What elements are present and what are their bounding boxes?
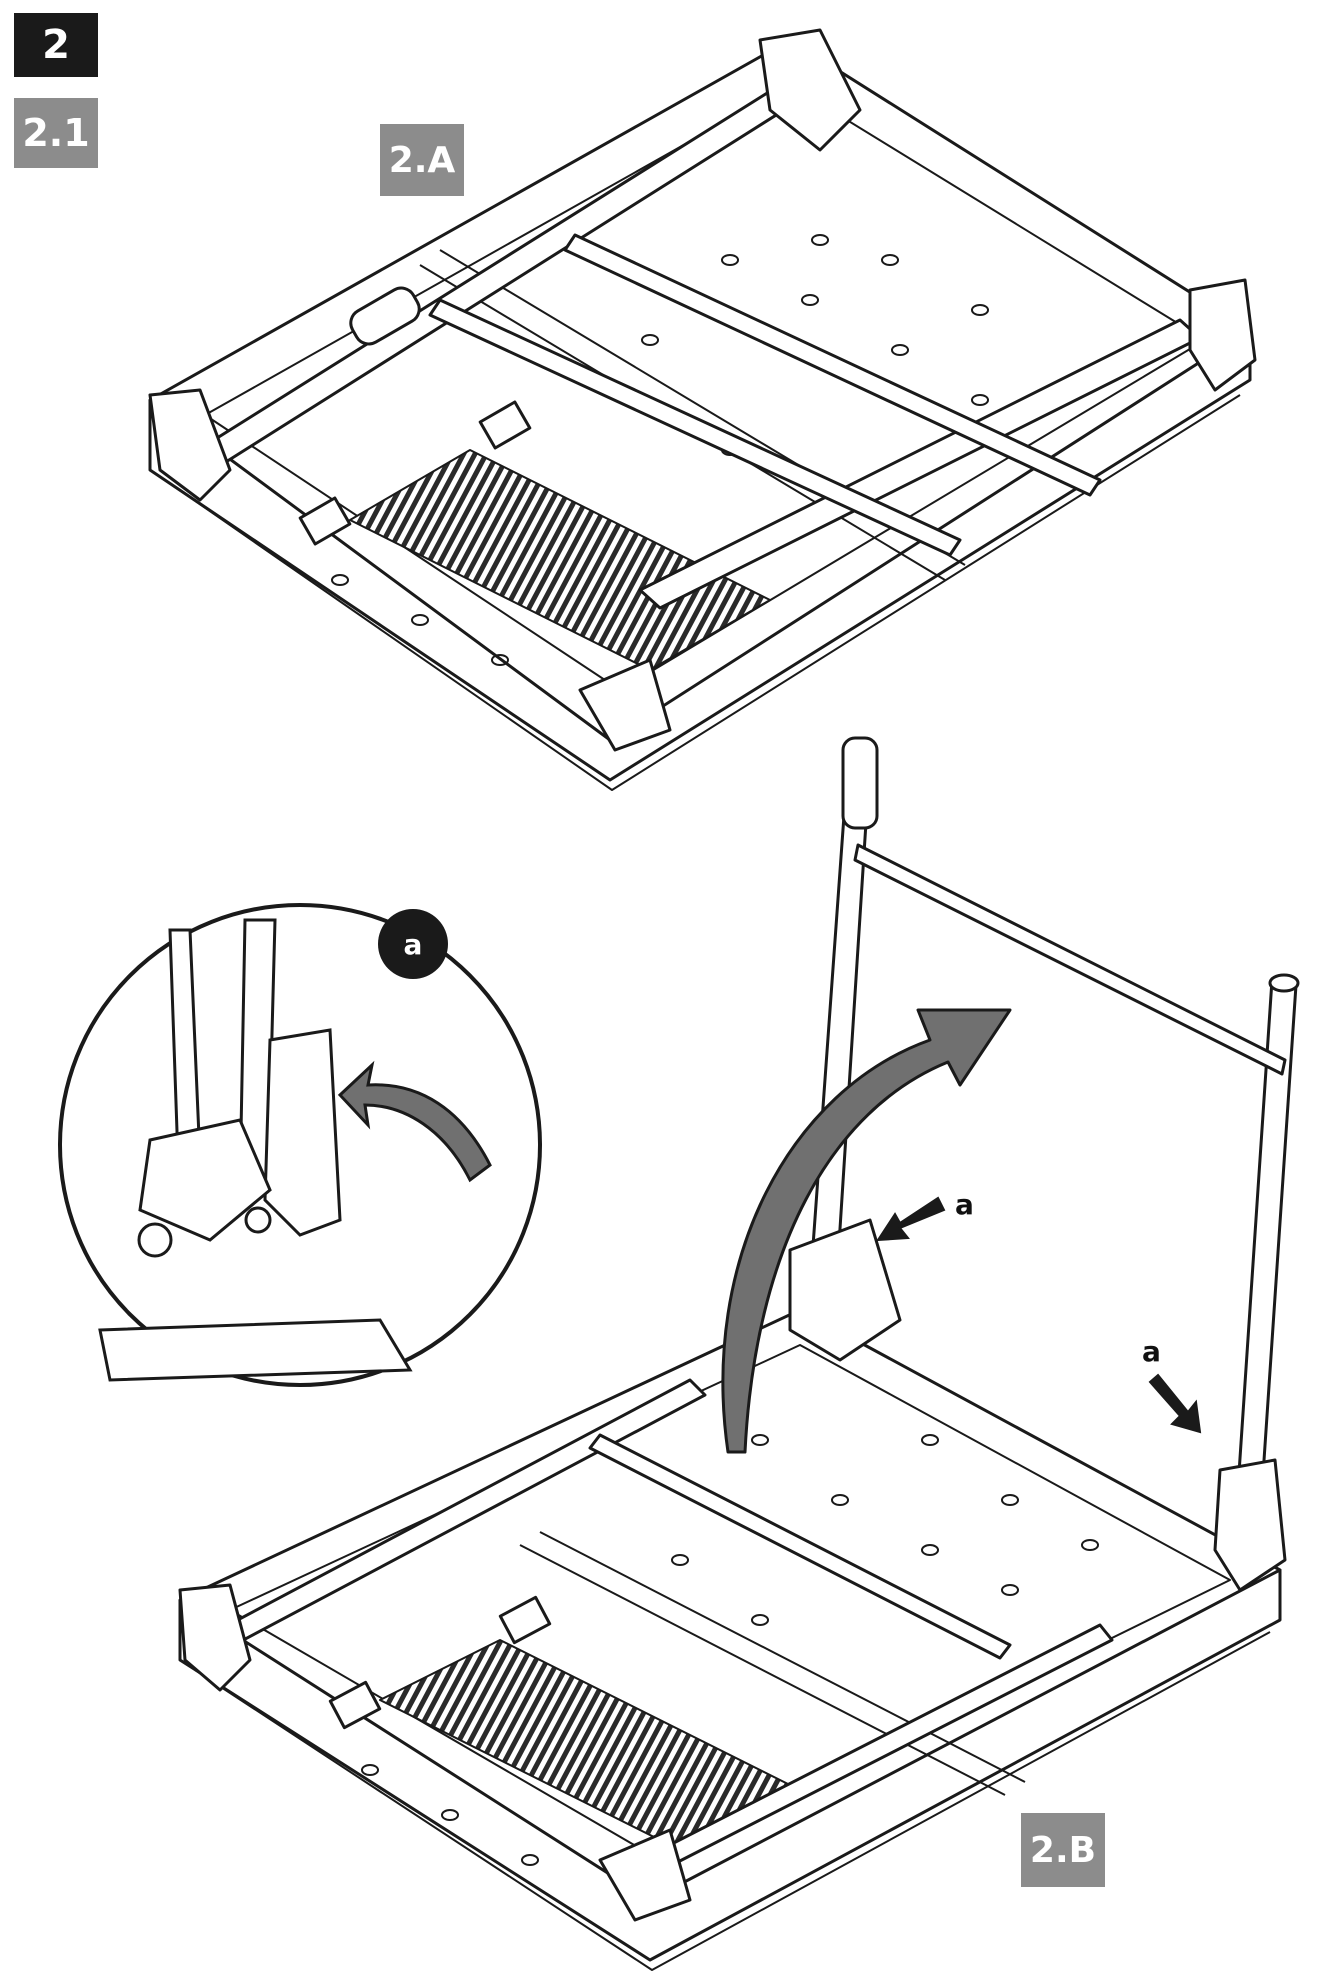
- detail-rotate-arrow: [337, 1060, 492, 1183]
- leg-grip: [349, 286, 421, 346]
- figure-2a-folded-table: [148, 28, 1257, 791]
- arrow-label-upper: a: [955, 1188, 974, 1221]
- raised-leg-frame: [810, 736, 1300, 1492]
- mounting-holes: [331, 234, 989, 666]
- rotate-up-arrow: [721, 1008, 1012, 1454]
- step-number-badge: 2: [14, 13, 98, 77]
- corner-hinges-b: [178, 1218, 1287, 1922]
- detail-magnifier: [58, 903, 542, 1387]
- figure-2b-label: 2.B: [1021, 1813, 1105, 1887]
- corner-hinges: [148, 28, 1257, 752]
- side-rails-b: [198, 1378, 1114, 1867]
- arrow-label-lower: a: [1142, 1335, 1161, 1368]
- detail-callout-marker: a: [378, 909, 448, 979]
- figure-2a-label: 2.A: [380, 124, 464, 196]
- figure-2b-unfolding-table: [178, 736, 1300, 1971]
- substep-number-badge: 2.1: [14, 98, 98, 168]
- slatted-panel: [349, 449, 771, 671]
- push-arrow-lower: [1148, 1373, 1202, 1434]
- mounting-holes-b: [361, 1434, 1099, 1866]
- leg-grip-upper: [841, 736, 879, 830]
- folded-leg-frame: [188, 83, 1202, 610]
- push-arrow-upper: [876, 1196, 946, 1242]
